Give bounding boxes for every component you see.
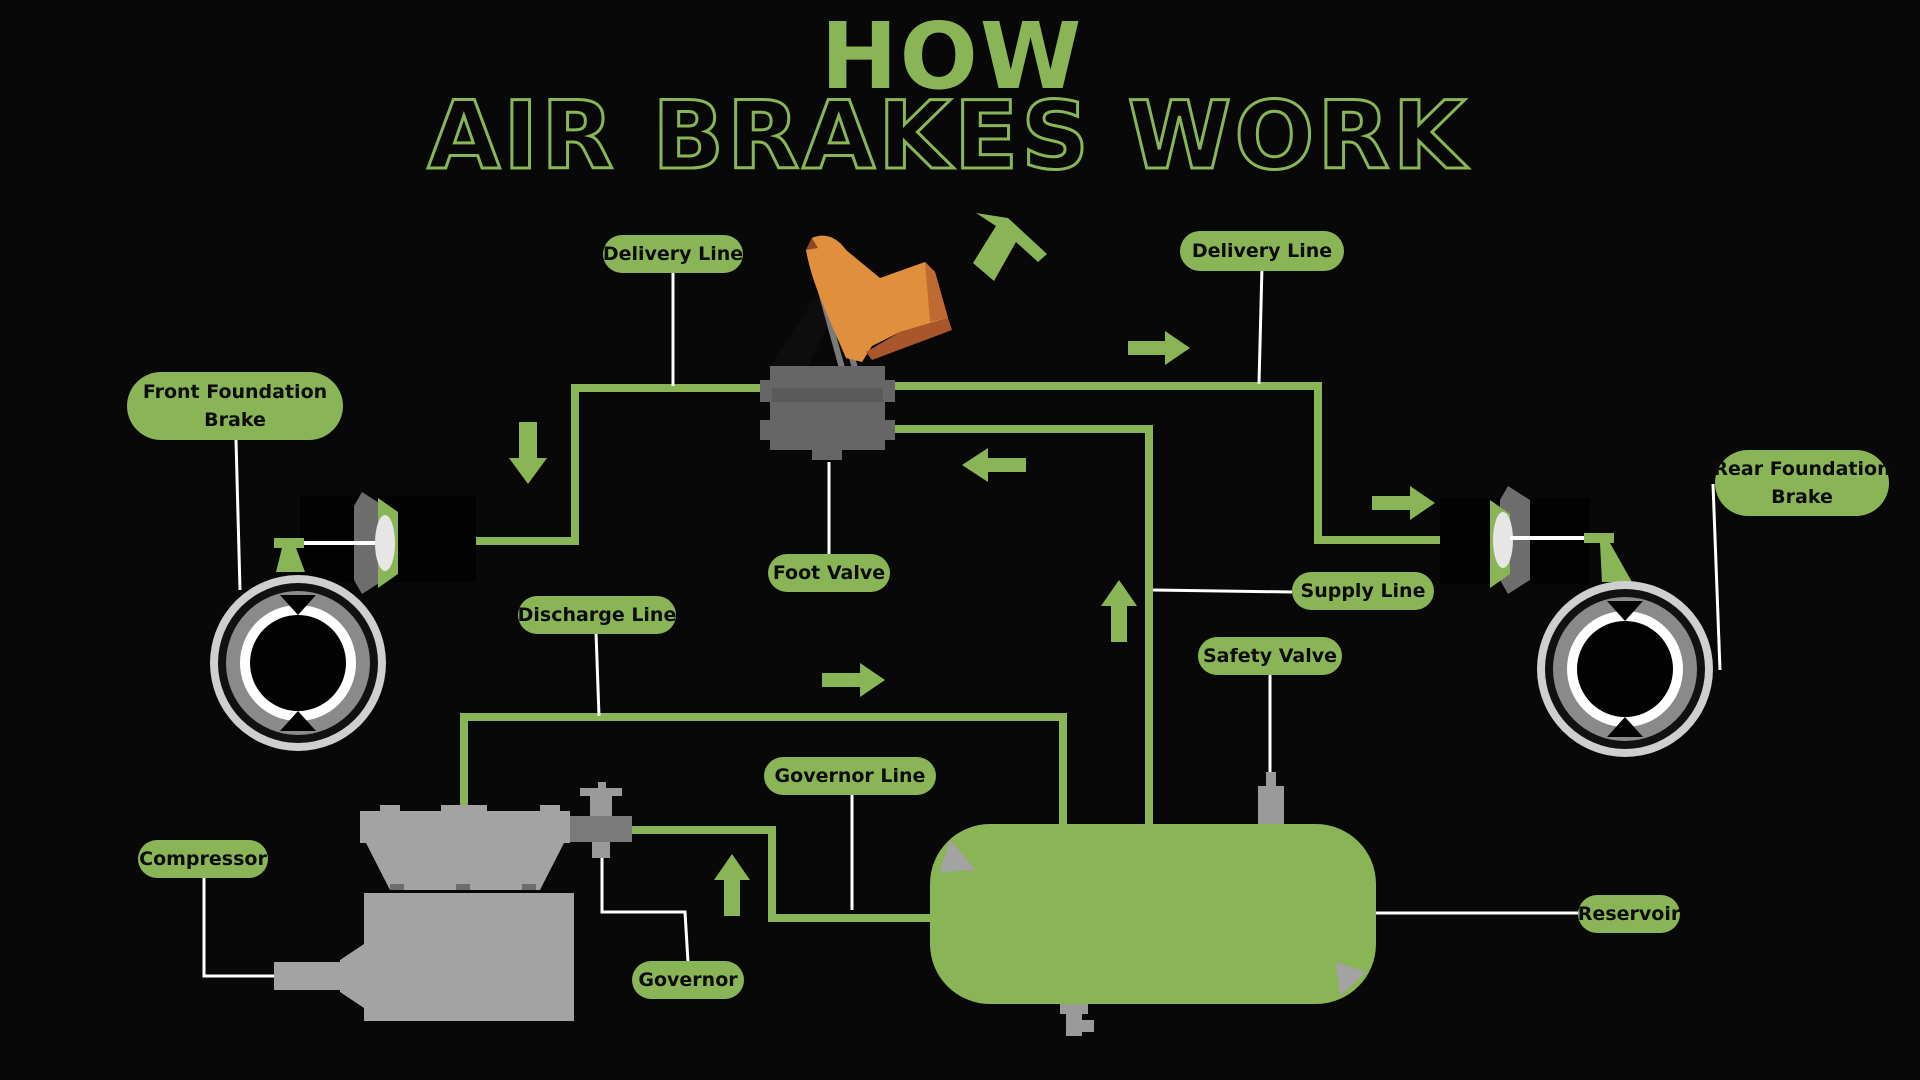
svg-text:Supply Line: Supply Line (1301, 580, 1426, 602)
flow-arrow-icon (973, 213, 1047, 281)
label-discharge-line: Discharge Line (518, 596, 677, 634)
svg-text:Compressor: Compressor (139, 848, 267, 870)
label-delivery-line-left: Delivery Line (603, 235, 743, 273)
svg-text:Governor Line: Governor Line (775, 765, 926, 787)
label-governor-line: Governor Line (764, 757, 936, 795)
flow-arrow-icon (509, 422, 547, 484)
label-foot-valve: Foot Valve (768, 554, 890, 592)
brake-drum-icon (1537, 581, 1713, 757)
supply-line (885, 425, 1153, 826)
leader-lines (202, 265, 1722, 978)
svg-text:Governor: Governor (638, 969, 738, 991)
foot-valve-icon (760, 366, 895, 460)
svg-text:Brake: Brake (1771, 486, 1833, 508)
svg-text:Foot Valve: Foot Valve (773, 562, 885, 584)
flow-arrow-icon (1128, 331, 1190, 365)
reservoir-tank-icon (930, 772, 1376, 1036)
label-front-foundation-brake: Front Foundation Brake (127, 372, 343, 440)
label-delivery-line-right: Delivery Line (1180, 231, 1344, 271)
svg-text:Delivery Line: Delivery Line (603, 243, 743, 265)
svg-text:Reservoir: Reservoir (1578, 903, 1681, 925)
flow-arrow-icon (962, 448, 1026, 482)
flow-arrow-icon (714, 854, 750, 916)
governor-line (630, 826, 932, 922)
svg-text:Rear Foundation: Rear Foundation (1713, 458, 1890, 480)
title-air-brakes-work: AIR BRAKES WORK (428, 82, 1469, 191)
compressor-icon (274, 805, 574, 1021)
label-reservoir: Reservoir (1578, 895, 1681, 933)
label-safety-valve: Safety Valve (1198, 637, 1342, 675)
front-brake-chamber (274, 492, 476, 594)
title-how: HOW (821, 3, 1084, 110)
rear-brake-chamber (1440, 486, 1632, 594)
label-rear-foundation-brake: Rear Foundation Brake (1713, 450, 1891, 516)
flow-arrow-icon (1101, 580, 1137, 642)
governor-icon (570, 782, 632, 858)
label-supply-line: Supply Line (1292, 572, 1434, 610)
brake-drum-icon (210, 575, 386, 751)
boot-icon (806, 235, 952, 362)
label-governor: Governor (632, 961, 744, 999)
flow-arrow-icon (822, 663, 885, 697)
discharge-line (460, 713, 1067, 826)
flow-arrows (509, 213, 1435, 916)
svg-text:Front Foundation: Front Foundation (143, 381, 327, 403)
svg-text:Safety Valve: Safety Valve (1203, 645, 1337, 667)
label-compressor: Compressor (138, 840, 268, 878)
delivery-line-rear (885, 382, 1490, 544)
svg-text:Delivery Line: Delivery Line (1192, 240, 1332, 262)
flow-arrow-icon (1372, 486, 1435, 520)
air-lines (398, 382, 1490, 922)
delivery-line-front (398, 384, 770, 545)
svg-text:Brake: Brake (204, 409, 266, 431)
svg-text:Discharge Line: Discharge Line (518, 604, 677, 626)
